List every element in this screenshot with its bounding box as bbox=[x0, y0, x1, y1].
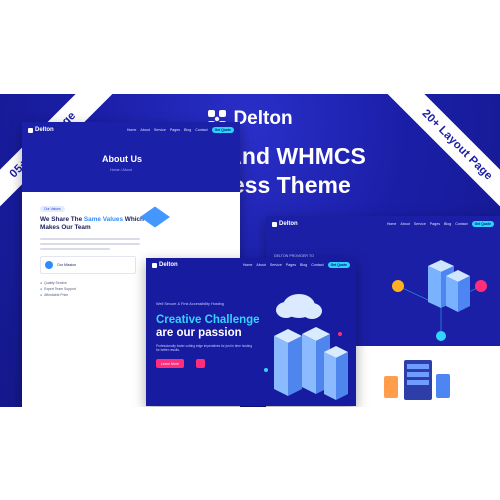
brand-name: Delton bbox=[233, 108, 293, 129]
mini-logo-icon bbox=[28, 127, 33, 133]
hero-tagline: Well Secure & First Accessibility Hostin… bbox=[156, 302, 224, 306]
home-page-preview: Delton Home About Service Pages Blog Con… bbox=[146, 258, 356, 406]
cloud-server-illustration bbox=[264, 294, 348, 400]
values-paragraph bbox=[40, 238, 140, 252]
hero-subtitle: Professionally foster cutting edge imper… bbox=[156, 344, 253, 353]
breadcrumb: Home / About bbox=[110, 168, 132, 172]
check-item: Quality Service bbox=[40, 280, 76, 286]
nav-blog[interactable]: Blog bbox=[184, 128, 192, 132]
mini-logo-icon bbox=[272, 221, 277, 227]
nav-pages[interactable]: Pages bbox=[169, 128, 181, 132]
mini-logo-icon bbox=[152, 262, 157, 268]
nav-about[interactable]: About bbox=[140, 128, 150, 132]
server-network-illustration bbox=[392, 260, 487, 341]
get-quote-button[interactable]: Get Quote bbox=[471, 221, 494, 227]
check-item: Expert Team Support bbox=[40, 286, 76, 292]
server-rack-illustration bbox=[384, 360, 450, 400]
preview-nav: Delton Home About Service Pages Blog Con… bbox=[146, 258, 356, 272]
preview-nav: Delton Home About Service Pages Blog Con… bbox=[266, 216, 500, 232]
about-title: About Us bbox=[102, 154, 142, 164]
nav-service[interactable]: Service bbox=[153, 128, 166, 132]
brand: Delton bbox=[0, 108, 500, 130]
play-video-button[interactable] bbox=[196, 359, 205, 368]
get-quote-button[interactable]: Get Quote bbox=[211, 127, 234, 133]
learn-more-button[interactable]: Learn More bbox=[156, 359, 184, 368]
check-list: Quality Service Expert Team Support Affo… bbox=[40, 280, 76, 298]
mini-logo-text: Delton bbox=[35, 127, 54, 133]
preview-nav: Delton Home About Service Pages Blog Con… bbox=[22, 122, 240, 138]
get-quote-button[interactable]: Get Quote bbox=[327, 262, 350, 268]
mission-icon bbox=[45, 261, 53, 269]
check-item: Affordable Price bbox=[40, 292, 76, 298]
hero-title: Creative Challenge are our passion bbox=[156, 314, 260, 339]
bottom-white-area bbox=[0, 407, 500, 500]
values-pill: Our Values bbox=[40, 206, 65, 212]
right-tagline: DELTON PROVIDER TO bbox=[274, 254, 314, 258]
nav-home[interactable]: Home bbox=[126, 128, 137, 132]
mission-box: Our Mission bbox=[40, 256, 136, 274]
nav-contact[interactable]: Contact bbox=[195, 128, 208, 132]
values-heading: We Share The Same Values Which Makes Our… bbox=[40, 216, 144, 231]
